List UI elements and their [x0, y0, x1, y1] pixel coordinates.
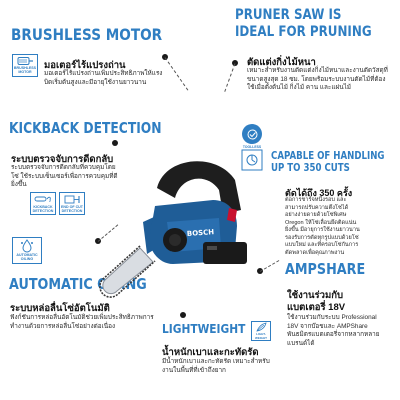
oiling-body: ฟังก์ชันการหล่อลื่นอัตโนมัติช่วยเพิ่มประ… — [10, 314, 154, 330]
cuts-icon-box — [240, 148, 264, 172]
battery-cuts-icon — [241, 149, 263, 171]
kickback-icon-box: KICKBACK DETECTION — [30, 192, 56, 215]
pruner-heading-line2: IDEAL FOR PRUNING — [235, 24, 372, 40]
ampshare-subhead-1: ใช้งานร่วมกับ — [287, 290, 344, 301]
kickback-subhead: ระบบตรวจจับการดีดกลับ — [11, 154, 114, 165]
top-handle — [157, 161, 241, 214]
oiling-icon-caption: AUTOMATIC OILING — [16, 253, 38, 261]
brushless-subhead: มอเตอร์ไร้แปรงถ่าน — [44, 60, 126, 71]
brushless-pointer-line — [164, 57, 189, 91]
brushless-motor-icon-box: BRUSHLESS MOTOR — [12, 54, 38, 77]
lightweight-heading: LIGHTWEIGHT — [162, 321, 246, 336]
ampshare-body: ใช้งานร่วมกับระบบ Professional 18V จากบ๊… — [287, 314, 380, 347]
lightweight-icon-caption: LIGHT-WEIGHT — [255, 332, 267, 340]
capacity-heading-line1: CAPABLE OF HANDLING — [271, 150, 385, 162]
oiling-icon-box: AUTOMATIC OILING — [12, 237, 42, 264]
capacity-body: ต่อการชาร์จหนึ่งรอบ และสามารถปรับความตึง… — [285, 197, 360, 256]
ampshare-pointer-dot — [257, 268, 263, 274]
toolless-badge: TOOLLESS — [242, 124, 262, 149]
end-of-cut-icon — [64, 195, 80, 204]
pruner-pointer-dot — [232, 60, 238, 66]
oil-drop-icon — [21, 239, 33, 253]
toolless-caption: TOOLLESS — [242, 145, 262, 149]
capacity-heading-line2: UP TO 350 CUTS — [271, 162, 350, 174]
lightweight-subhead: น้ำหนักเบาและกะทัดรัด — [162, 347, 259, 358]
saw-chain — [99, 245, 156, 298]
kickback-heading: KICKBACK DETECTION — [9, 119, 162, 137]
kickback-pointer-dot — [112, 140, 118, 146]
battery-pack — [203, 242, 247, 264]
bosch-logo-text: BOSCH — [187, 228, 215, 238]
pruner-heading-line1: PRUNER SAW IS — [235, 7, 342, 23]
lightweight-icon-box: LIGHT-WEIGHT — [251, 321, 271, 341]
brushless-pointer-dot — [162, 54, 168, 60]
capacity-subhead: ตัดได้ถึง 350 ครั้ง — [285, 188, 353, 198]
guide-bar — [102, 247, 154, 295]
kickback-icon-caption: KICKBACK DETECTION — [32, 204, 54, 213]
pruner-pointer-line — [224, 63, 236, 92]
brushless-body: มอเตอร์ไร้แปรงถ่านเพิ่มประสิทธิภาพให้แรง… — [44, 70, 163, 86]
kickback-body: ระบบตรวจจับการดีดกลับที่ควบคุมโดยโซ่ ใช้… — [11, 164, 118, 189]
toolless-chain-icon — [247, 129, 257, 139]
oiling-subhead: ระบบหล่อลื่นโซ่อัตโนมัติ — [10, 303, 110, 314]
oiling-pointer-dot — [95, 238, 101, 244]
ampshare-heading: AMPSHARE — [285, 260, 366, 278]
brushless-icon-caption: BRUSHLESS MOTOR — [13, 66, 37, 74]
feather-icon — [256, 322, 267, 332]
lightweight-pointer-dot — [180, 312, 186, 318]
trigger — [227, 208, 237, 222]
pruner-body: เหมาะสำหรับงานตัดแต่งกิ่งไม้หนาและงานตัด… — [247, 67, 388, 92]
ampshare-subhead-2: แบตเตอรี่ 18V — [287, 302, 346, 313]
kickback-saw-icon — [34, 196, 51, 202]
end-of-cut-icon-box: END OF CUT DETECTION — [59, 192, 85, 215]
brushless-heading: BRUSHLESS MOTOR — [11, 25, 163, 44]
motor-icon — [17, 57, 33, 66]
pruner-subhead: ตัดแต่งกิ่งไม้หนา — [247, 57, 316, 68]
end-of-cut-icon-caption: END OF CUT DETECTION — [61, 204, 83, 213]
pruner-saw-illustration: BOSCH — [99, 161, 247, 298]
lightweight-body: มีน้ำหนักเบาและกะทัดรัด เหมาะสำหรับงานใน… — [162, 358, 270, 374]
